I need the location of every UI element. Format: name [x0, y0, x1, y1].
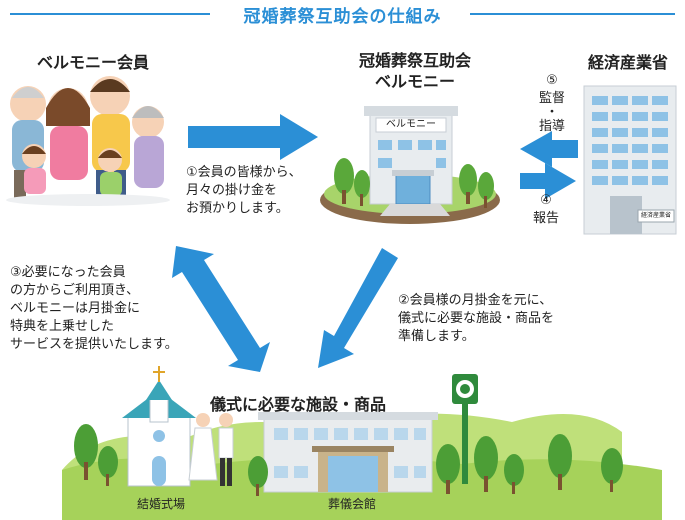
step5-number: ⑤	[546, 73, 558, 88]
step3-line3: ベルモニーは月掛金に	[10, 301, 141, 316]
step2-line3: 準備します。	[398, 329, 475, 344]
step2-text: ②会員様の月掛金を元に、 儀式に必要な施設・商品を 準備します。	[398, 292, 598, 346]
step5-dot: ・	[545, 105, 559, 120]
step3-line4: 特典を上乗せした	[10, 319, 115, 334]
step1-text: ①会員の皆様から、 月々の掛け金を お預かりします。	[186, 164, 336, 218]
step5-text: ⑤ 監督 ・ 指導	[536, 72, 568, 136]
step5-line1: 監督	[538, 91, 565, 106]
step1-line2: 月々の掛け金を	[186, 183, 278, 198]
member-family-illustration	[6, 76, 170, 206]
chapel-label: 結婚式場	[136, 497, 185, 511]
arrow-report	[520, 163, 576, 199]
step2-line2: 儀式に必要な施設・商品を	[398, 311, 555, 326]
facilities-illustration	[62, 366, 662, 520]
step3-line1: ③必要になった会員	[10, 265, 126, 280]
step5-line2: 指導	[538, 119, 565, 134]
arrow-supervision	[520, 131, 578, 167]
company-label-line2: ベルモニー	[374, 72, 455, 91]
ministry-building-illustration	[583, 85, 677, 235]
arrow-service	[172, 246, 270, 372]
step3-line2: の方からご利用頂き、	[10, 283, 140, 298]
company-label-line1: 冠婚葬祭互助会	[358, 51, 471, 70]
company-label: 冠婚葬祭互助会 ベルモニー	[340, 50, 490, 92]
step3-line5: サービスを提供いたします。	[10, 337, 178, 352]
arrow-deposit	[188, 114, 318, 160]
ministry-building-sign: 経済産業省	[640, 212, 671, 219]
step4-number: ④	[540, 193, 552, 208]
diagram-title-bar: 冠婚葬祭互助会の仕組み	[0, 0, 685, 28]
ministry-label: 経済産業省	[587, 53, 668, 72]
step2-line1: ②会員様の月掛金を元に、	[398, 293, 553, 308]
title-rule-left	[10, 13, 210, 15]
step1-line3: お預かりします。	[186, 201, 289, 216]
diagram-title: 冠婚葬祭互助会の仕組み	[235, 7, 450, 27]
step4-text: ④ 報告	[526, 192, 566, 228]
facilities-label: 儀式に必要な施設・商品	[210, 395, 387, 414]
step3-text: ③必要になった会員 の方からご利用頂き、 ベルモニーは月掛金に 特典を上乗せした…	[10, 264, 220, 354]
title-rule-right	[470, 13, 675, 15]
funeral-hall-label: 葬儀会館	[327, 497, 376, 511]
company-building-sign: ベルモニー	[386, 119, 436, 130]
step1-line1: ①会員の皆様から、	[186, 165, 302, 180]
step4-label: 報告	[532, 211, 559, 226]
arrow-prepare	[318, 248, 398, 368]
company-building-illustration	[320, 106, 500, 224]
members-label: ベルモニー会員	[36, 53, 149, 72]
